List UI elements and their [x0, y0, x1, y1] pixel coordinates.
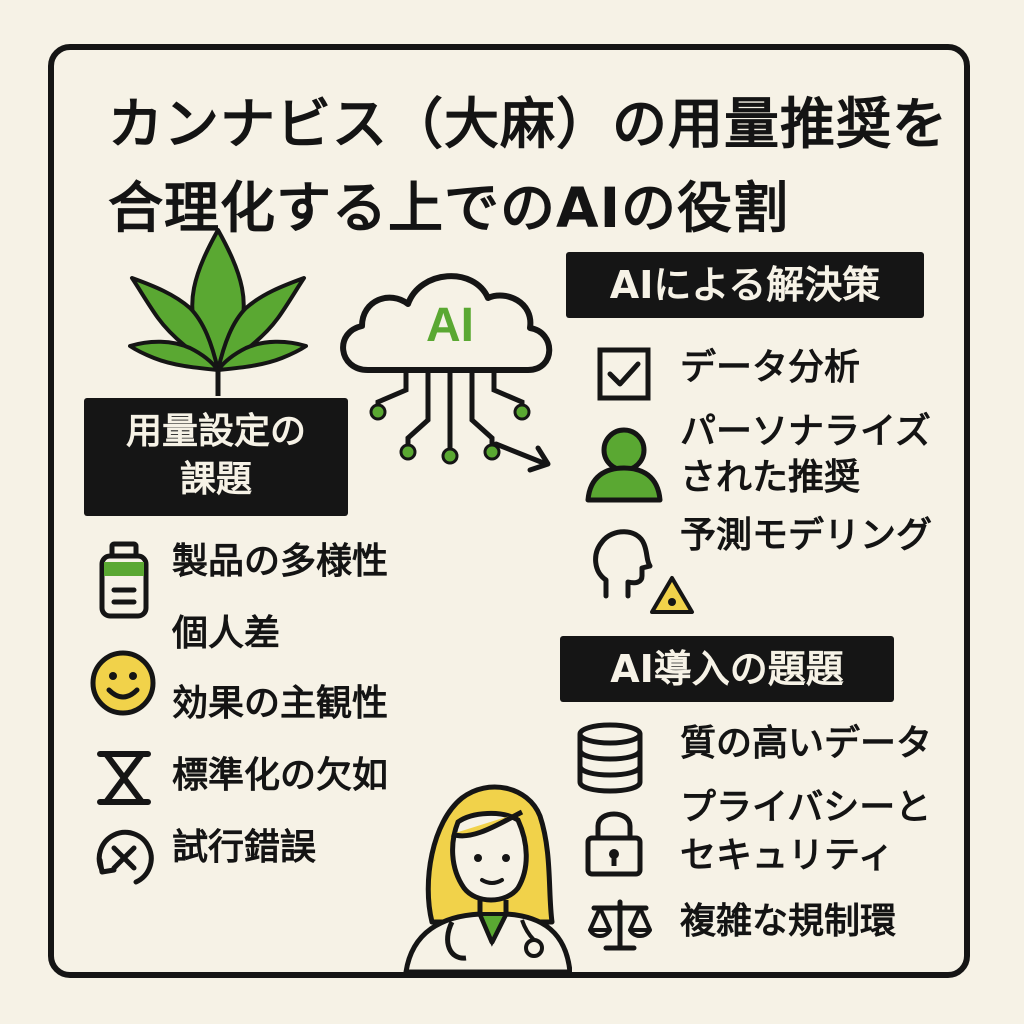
title-line-1: カンナビス（大麻）の用量推奨を — [108, 92, 949, 156]
ai-cloud-icon: AI — [328, 252, 568, 472]
cannabis-leaf-icon — [128, 228, 308, 398]
solutions-heading: AIによる解決策 — [566, 252, 924, 318]
solution-item: された推奨 — [680, 457, 861, 498]
solution-item: データ分析 — [680, 347, 861, 388]
ai-challenge-item: 質の高いデータ — [680, 723, 933, 764]
cloud-ai-label: AI — [426, 299, 474, 352]
ai-challenges-heading: AI導入の題題 — [560, 636, 894, 702]
ai-challenge-item: プライバシーと — [680, 787, 932, 828]
solution-item: 予測モデリング — [680, 515, 933, 556]
trial-error-icon — [92, 826, 156, 890]
database-icon — [574, 722, 646, 794]
challenge-item: 標準化の欠如 — [172, 755, 389, 796]
outer-frame — [48, 44, 970, 978]
solution-item: パーソナライズ — [680, 411, 931, 452]
title-line-2: 合理化する上でのAIの役割 — [108, 176, 790, 240]
page-title: カンナビス（大麻）の用量推奨を 合理化する上でのAIの役割 — [108, 82, 948, 250]
hourglass-icon — [94, 748, 154, 808]
user-icon — [584, 424, 664, 504]
challenge-item: 試行錯誤 — [172, 827, 317, 868]
bottle-icon — [96, 540, 152, 620]
checkbox-icon — [596, 346, 652, 402]
challenge-item: 個人差 — [172, 613, 281, 654]
arrow-right-icon — [490, 430, 560, 480]
challenges-heading-line-1: 用量設定の — [125, 411, 306, 452]
challenge-item: 効果の主観性 — [172, 683, 389, 724]
scales-icon — [586, 898, 654, 954]
head-profile-icon — [588, 524, 658, 600]
warning-triangle-icon — [648, 574, 696, 616]
doctor-illustration — [402, 772, 572, 972]
ai-challenge-item: セキュリティ — [680, 835, 894, 876]
lock-icon — [584, 806, 644, 878]
smiley-face-icon — [88, 648, 158, 718]
ai-challenge-item: 複雑な規制環 — [680, 901, 897, 942]
challenge-item: 製品の多様性 — [172, 541, 389, 582]
challenges-heading-line-2: 課題 — [179, 459, 252, 500]
challenges-heading: 用量設定の 課題 — [84, 398, 348, 516]
